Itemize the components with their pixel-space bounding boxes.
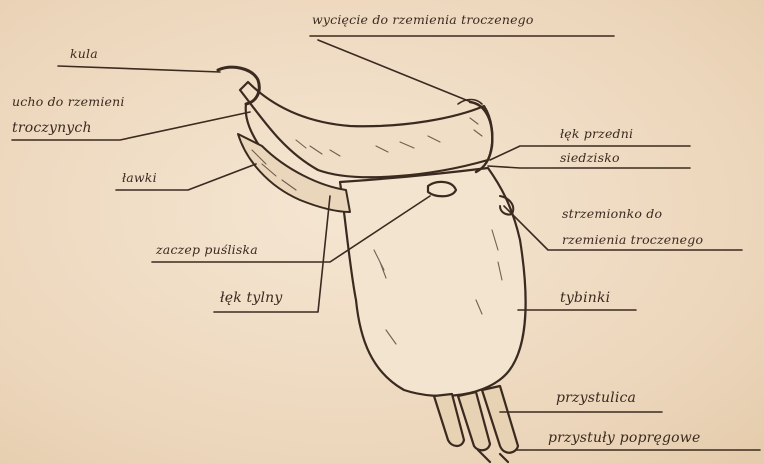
label-ucho-line1: ucho do rzemieni (12, 94, 125, 109)
leader-wyciecie (310, 36, 614, 104)
label-siedzisko: siedzisko (560, 150, 620, 165)
label-przystulica: przystulica (556, 390, 636, 406)
label-ucho-line2: troczynych (12, 120, 92, 136)
label-przystuly: przystuły popręgowe (548, 430, 700, 446)
label-kula: kula (70, 46, 98, 61)
label-tybinki: tybinki (560, 290, 610, 306)
label-zaczep: zaczep puśliska (156, 242, 258, 257)
leader-siedzisko (488, 166, 690, 168)
label-strzemionko-line1: strzemionko do (562, 206, 662, 221)
leader-kula (58, 66, 220, 72)
label-wyciecie: wycięcie do rzemienia troczenego (312, 12, 534, 27)
saddle-flap (340, 168, 526, 396)
label-tek-przedni: łęk przedni (560, 126, 633, 141)
label-lawki: ławki (122, 170, 157, 185)
label-strzemionko-line2: rzemienia troczenego (562, 232, 703, 247)
label-tek-tylny: łęk tylny (220, 290, 283, 306)
